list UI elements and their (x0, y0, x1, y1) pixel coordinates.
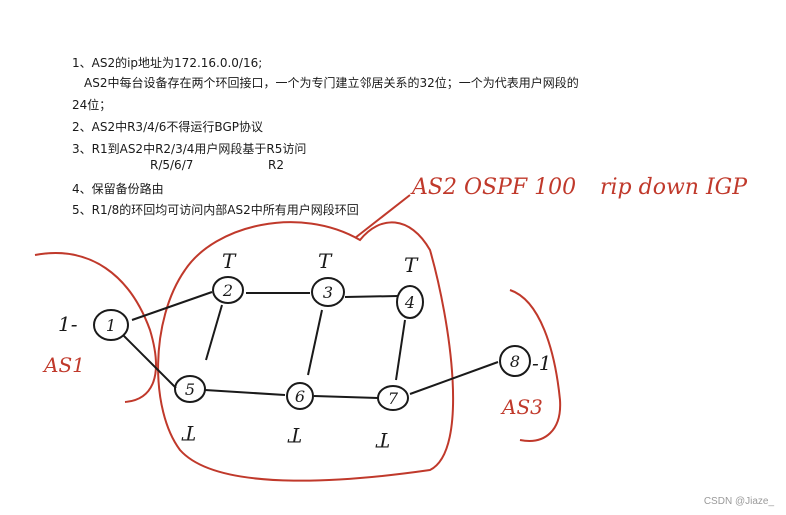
req-line-1c: 24位； (72, 98, 112, 112)
router-7-label: 7 (388, 389, 399, 408)
router-1-label: 1 (106, 316, 116, 335)
link-5-6 (204, 389, 286, 396)
req-line-3: 3、R1到AS2中R2/3/4用户网段基于R5访问 (72, 142, 307, 156)
as2-boundary (157, 221, 455, 482)
loopback-mark-r7: T (375, 428, 390, 452)
link-3-6 (307, 309, 323, 376)
req-line-5: 5、R1/8的环回均可访问内部AS2中所有用户网段环回 (72, 203, 359, 217)
loopback-mark-r2: T (222, 249, 237, 273)
as2-ospf-note: AS2 OSPF 100 (412, 175, 577, 200)
req-line-2: 2、AS2中R3/4/6不得运行BGP协议 (72, 120, 263, 134)
router-2-label: 2 (222, 281, 233, 300)
router-2-circle (212, 276, 244, 304)
router-8-circle (499, 345, 531, 377)
stub-mark-r8: -1 (532, 351, 551, 375)
loopback-mark-r3: T (318, 249, 333, 273)
as1-boundary (34, 252, 157, 403)
req-line-1b: AS2中每台设备存在两个环回接口，一个为专门建立邻居关系的32位；一个为代表用户… (84, 76, 579, 90)
stub-mark-r1: 1- (58, 312, 78, 336)
link-2-5 (205, 304, 223, 361)
watermark: CSDN @Jiaze_ (703, 496, 774, 507)
router-1-circle (93, 309, 129, 341)
loopback-mark-r5: T (181, 421, 196, 445)
link-1-5 (122, 334, 177, 389)
loopback-mark-r4: T (404, 253, 419, 277)
router-5-circle (174, 375, 206, 403)
as2-note-pointer (354, 194, 411, 239)
router-4-label: 4 (404, 293, 415, 312)
req-line-3-path: R/5/6/7 (150, 158, 194, 172)
link-3-4 (344, 295, 399, 298)
rip-note: rip down IGP (600, 175, 748, 200)
link-1-2 (131, 291, 213, 321)
req-line-1: 1、AS2的ip地址为172.16.0.0/16; (72, 56, 263, 70)
req-line-3-target: R2 (268, 158, 284, 172)
as1-label: AS1 (44, 353, 85, 377)
req-line-4: 4、保留备份路由 (72, 182, 164, 196)
link-6-7 (313, 395, 379, 399)
router-3-circle (311, 277, 345, 307)
router-3-label: 3 (323, 283, 333, 302)
link-7-8 (409, 361, 499, 395)
loopback-mark-r6: T (287, 423, 302, 447)
router-4-circle (396, 285, 424, 319)
router-7-circle (377, 385, 409, 411)
router-8-label: 8 (510, 352, 520, 371)
as3-label: AS3 (502, 395, 543, 419)
router-6-circle (286, 382, 314, 410)
as3-boundary (509, 289, 562, 442)
router-5-label: 5 (185, 380, 195, 399)
router-6-label: 6 (295, 387, 305, 406)
link-4-7 (395, 319, 406, 381)
